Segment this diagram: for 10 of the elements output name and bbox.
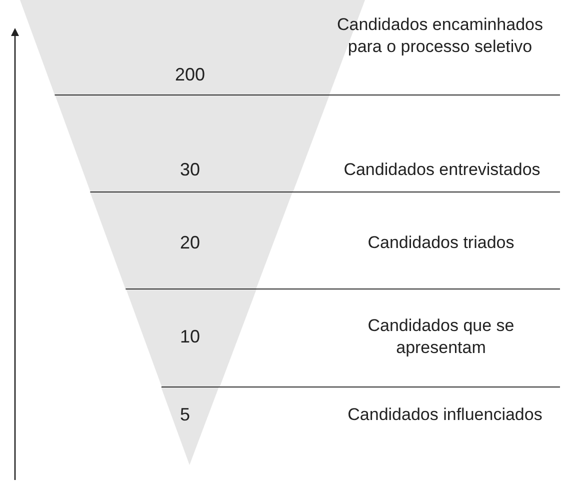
count-value: 20 <box>180 232 200 254</box>
count-value: 10 <box>180 326 200 348</box>
stage-label: Candidados que se apresentam <box>366 314 516 359</box>
stage-label: Candidados influenciados <box>346 404 544 426</box>
stage-label: Candidados entrevistados <box>342 158 542 181</box>
stage-label: Candidados triados <box>366 232 516 254</box>
count-value: 200 <box>174 64 206 86</box>
stage-label: Candidados encaminhados para o processo seletivo <box>336 14 544 58</box>
count-value: 5 <box>180 404 190 426</box>
count-value: 30 <box>180 160 200 180</box>
